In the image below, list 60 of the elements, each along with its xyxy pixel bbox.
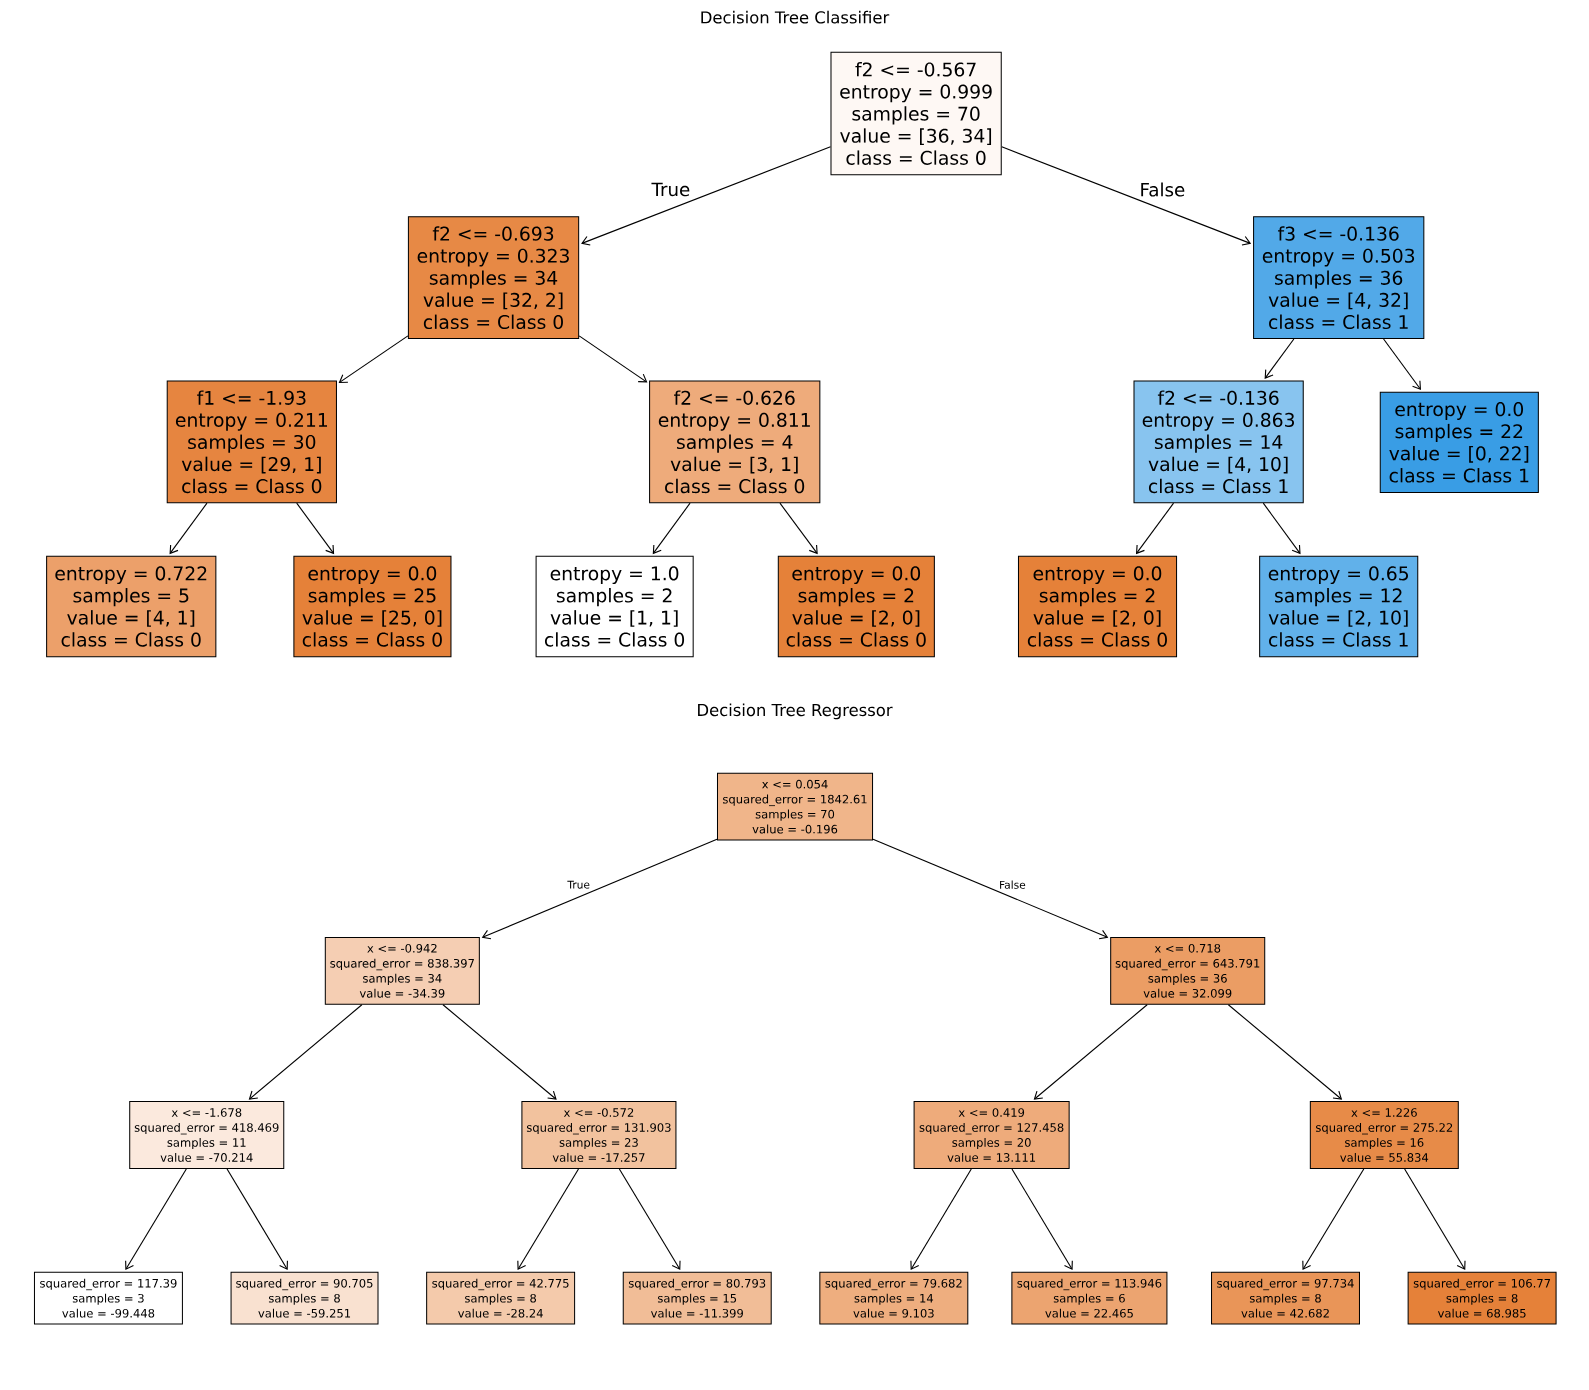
arrow bbox=[226, 1168, 288, 1270]
edge-label: True bbox=[650, 181, 692, 198]
decision-node: x <= 0.419 squared_error = 127.458 samples = 20 value = 13.111 bbox=[913, 1100, 1070, 1169]
edge-label: False bbox=[998, 879, 1027, 890]
edge-label: False bbox=[1138, 181, 1187, 198]
arrow bbox=[1033, 1004, 1148, 1100]
arrow bbox=[872, 838, 1109, 940]
leaf-node: squared_error = 97.734 samples = 8 value = 42.682 bbox=[1211, 1271, 1360, 1325]
leaf-node: entropy = 1.0 samples = 2 value = [1, 1] class = Class 0 bbox=[535, 555, 694, 657]
arrow bbox=[338, 335, 409, 383]
leaf-node: entropy = 0.722 samples = 5 value = [4, 1] class = Class 0 bbox=[46, 555, 217, 657]
decision-node: x <= -0.942 squared_error = 838.397 samples = 34 value = -34.39 bbox=[324, 936, 480, 1005]
decision-node: f2 <= -0.136 entropy = 0.863 samples = 14 value = [4, 10] class = Class 1 bbox=[1133, 380, 1304, 503]
arrow bbox=[248, 1004, 363, 1100]
arrow bbox=[169, 502, 208, 555]
arrow bbox=[1264, 338, 1295, 379]
leaf-node: squared_error = 113.946 samples = 6 value = 22.465 bbox=[1011, 1271, 1168, 1325]
arrow bbox=[1302, 1168, 1365, 1270]
leaf-node: squared_error = 80.793 samples = 15 value = -11.399 bbox=[622, 1271, 772, 1325]
leaf-node: squared_error = 90.705 samples = 8 value = -59.251 bbox=[230, 1271, 379, 1325]
decision-node: x <= 1.226 squared_error = 275.22 samples = 16 value = 55.834 bbox=[1309, 1100, 1459, 1169]
leaf-node: squared_error = 117.39 samples = 3 value = -99.448 bbox=[33, 1271, 183, 1325]
decision-node: f2 <= -0.567 entropy = 0.999 samples = 70 value = [36, 34] class = Class 0 bbox=[830, 51, 1002, 176]
arrow bbox=[1011, 1168, 1073, 1270]
decision-node: x <= -0.572 squared_error = 131.903 samples = 23 value = -17.257 bbox=[521, 1100, 677, 1169]
arrow bbox=[581, 146, 832, 246]
arrow bbox=[618, 1168, 681, 1270]
edge-label: True bbox=[566, 879, 591, 890]
decision-node: f1 <= -1.93 entropy = 0.211 samples = 30 value = [29, 1] class = Class 0 bbox=[166, 380, 337, 503]
arrow bbox=[1227, 1004, 1343, 1100]
leaf-node: entropy = 0.0 samples = 25 value = [25, 0] class = Class 0 bbox=[293, 555, 452, 657]
leaf-node: entropy = 0.0 samples = 22 value = [0, 22] class = Class 1 bbox=[1379, 391, 1539, 493]
decision-node: x <= -1.678 squared_error = 418.469 samples = 11 value = -70.214 bbox=[129, 1100, 285, 1169]
arrow bbox=[481, 838, 718, 940]
arrow bbox=[517, 1168, 580, 1270]
arrow bbox=[1135, 502, 1175, 555]
decision-node: f2 <= -0.626 entropy = 0.811 samples = 4 value = [3, 1] class = Class 0 bbox=[649, 380, 821, 503]
arrow bbox=[442, 1004, 557, 1100]
leaf-node: entropy = 0.65 samples = 12 value = [2, 10] class = Class 1 bbox=[1259, 555, 1419, 657]
leaf-node: entropy = 0.0 samples = 2 value = [2, 0] class = Class 0 bbox=[777, 555, 935, 657]
arrow bbox=[1262, 502, 1301, 555]
arrow bbox=[578, 335, 648, 383]
arrow bbox=[1383, 338, 1421, 390]
arrow bbox=[779, 502, 818, 555]
arrow bbox=[1001, 146, 1252, 246]
leaf-node: squared_error = 106.77 samples = 8 value = 68.985 bbox=[1407, 1271, 1557, 1325]
arrow bbox=[910, 1168, 972, 1270]
arrow bbox=[125, 1168, 187, 1270]
leaf-node: squared_error = 42.775 samples = 8 value = -28.24 bbox=[426, 1271, 576, 1325]
decision-node: x <= 0.718 squared_error = 643.791 samples = 36 value = 32.099 bbox=[1110, 936, 1266, 1005]
chart-title: Decision Tree Regressor bbox=[698, 703, 893, 720]
decision-node: f3 <= -0.136 entropy = 0.503 samples = 36 value = [4, 32] class = Class 1 bbox=[1253, 216, 1425, 339]
leaf-node: entropy = 0.0 samples = 2 value = [2, 0] class = Class 0 bbox=[1017, 555, 1178, 657]
leaf-node: squared_error = 79.682 samples = 14 value = 9.103 bbox=[819, 1271, 969, 1325]
arrow bbox=[1404, 1168, 1466, 1270]
decision-node: x <= 0.054 squared_error = 1842.61 samples = 70 value = -0.196 bbox=[717, 772, 874, 841]
arrow bbox=[296, 502, 335, 555]
arrow bbox=[652, 502, 691, 555]
chart-title: Decision Tree Classifier bbox=[701, 10, 890, 24]
decision-node: f2 <= -0.693 entropy = 0.323 samples = 34 value = [32, 2] class = Class 0 bbox=[407, 216, 580, 339]
